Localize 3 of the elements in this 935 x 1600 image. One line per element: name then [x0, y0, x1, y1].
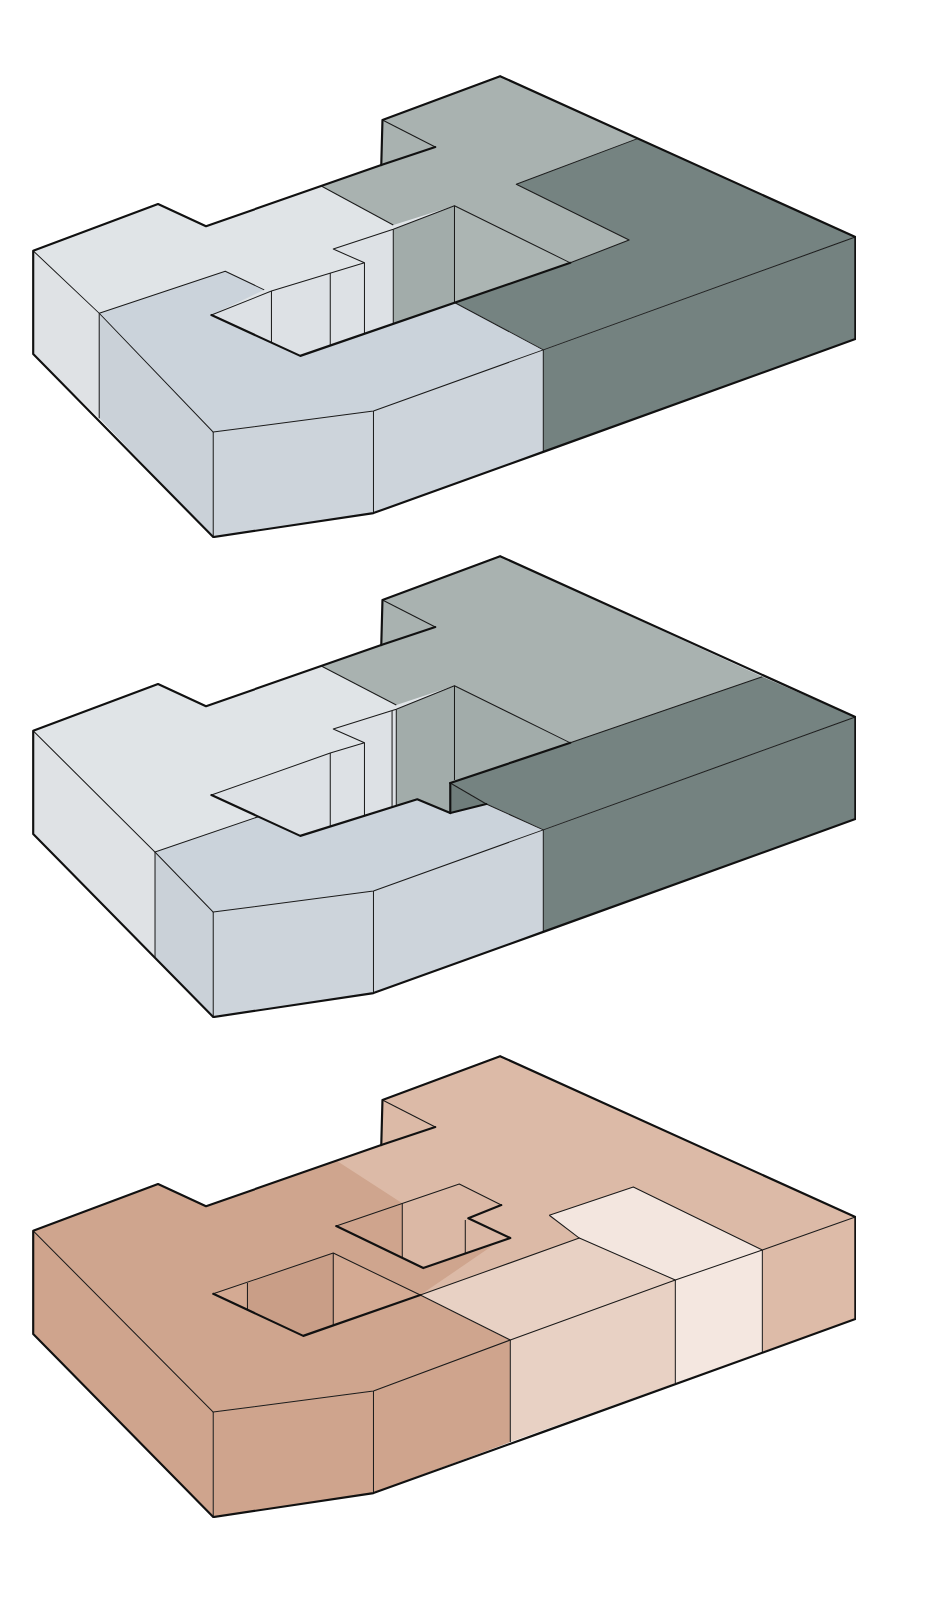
building-massing-illustration — [31, 75, 857, 539]
building-massing-illustration — [31, 1055, 857, 1519]
building-massing-illustration — [31, 555, 857, 1019]
